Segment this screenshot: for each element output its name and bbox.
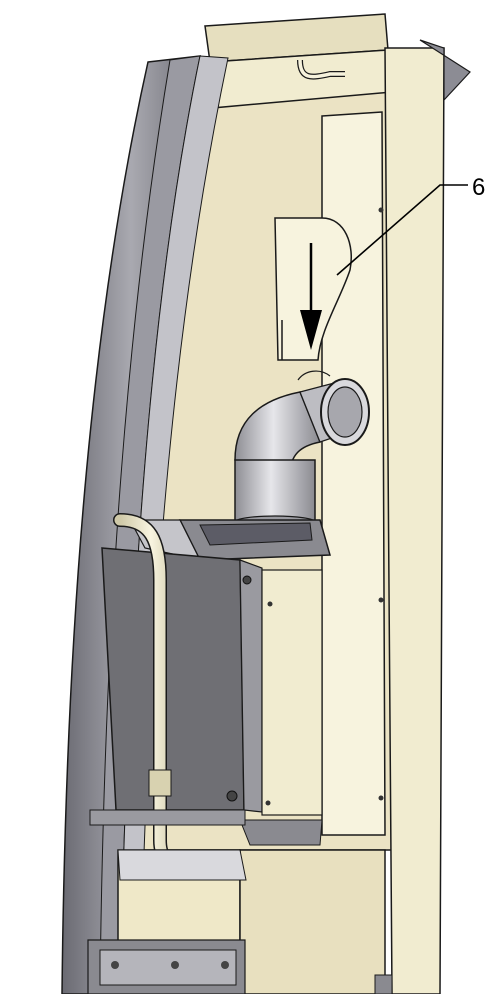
down-arrow-icon (300, 243, 322, 350)
leader-line (336, 184, 468, 276)
callout-6: 6 (472, 174, 485, 201)
flue-elbow-pipe (234, 370, 370, 529)
right-side-panel (384, 47, 445, 994)
deflector-plate (274, 217, 352, 361)
stove-body-housing (101, 547, 245, 811)
